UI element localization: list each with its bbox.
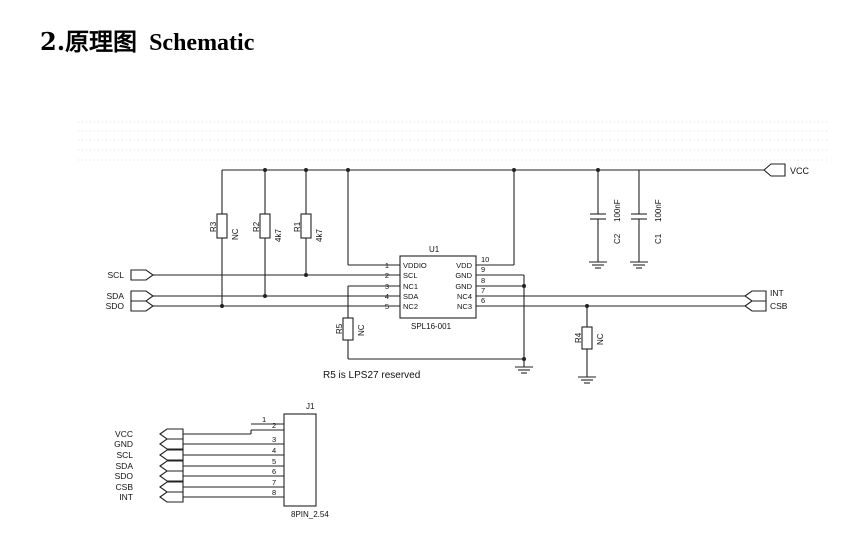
u1-pin-4-name: SDA: [403, 292, 418, 301]
heading-chinese: 原理图: [65, 27, 138, 56]
r2-value: 4k7: [274, 229, 283, 242]
sda-net-label: SDA: [107, 291, 125, 301]
r1-value: 4k7: [315, 229, 324, 242]
heading-number: 2.: [40, 27, 66, 56]
u1-part: SPL16-001: [411, 322, 452, 331]
u1-pin-8-num: 8: [481, 276, 485, 285]
j1-sdo-flag: [159, 470, 184, 482]
left-port-flags: SCL SDA SDO: [106, 269, 155, 312]
u1-ground-connection: [515, 275, 533, 374]
r1-ref: R1: [293, 221, 302, 232]
r3-ref: R3: [209, 221, 218, 232]
u1-pin-6-num: 6: [481, 296, 485, 305]
scl-net-label: SCL: [107, 270, 124, 280]
j1-pin-6-num: 6: [272, 467, 276, 476]
c2-ref: C2: [613, 233, 622, 244]
j1-net-scl: SCL: [116, 450, 133, 460]
j1-pin-4-num: 4: [272, 446, 276, 455]
sdo-net-label: SDO: [106, 301, 125, 311]
background-grid: [78, 121, 830, 161]
j1-ref: J1: [306, 402, 315, 411]
u1-pin-3-num: 3: [385, 282, 389, 291]
resistor-r1: R1 4k7: [293, 170, 324, 277]
j1-part: 8PIN_2.54: [291, 510, 329, 519]
vcc-rail: VCC: [222, 163, 810, 177]
u1-pin-5-num: 5: [385, 302, 389, 311]
resistor-r3: R3 NC: [209, 170, 240, 308]
j1-net-vcc: VCC: [115, 429, 133, 439]
j1-net-gnd: GND: [114, 439, 133, 449]
r3-value: NC: [231, 228, 240, 240]
r5-ref: R5: [335, 323, 344, 334]
capacitor-c1: 100nF C1: [598, 169, 663, 269]
capacitor-c2: 100nF C2: [589, 170, 622, 269]
int-port-flag: [744, 290, 767, 302]
u1-pin-9-num: 9: [481, 265, 485, 274]
u1-pin-1-num: 1: [385, 261, 389, 270]
j1-gnd-flag: [159, 438, 184, 450]
u1-pin-7-name: NC4: [457, 292, 472, 301]
resistor-r4: R4 NC: [574, 304, 605, 384]
j1-int-flag: [159, 491, 184, 503]
j1-pin-8-num: 8: [272, 488, 276, 497]
r5-note: R5 is LPS27 reserved: [323, 370, 420, 381]
j1-pin-2-num: 2: [272, 421, 276, 430]
resistor-r2: R2 4k7: [252, 170, 283, 298]
r5-value: NC: [357, 324, 366, 336]
j1-pin-1-num: 1: [262, 415, 266, 424]
j1-vcc-flag: [159, 428, 184, 440]
u1-pin-7-num: 7: [481, 286, 485, 295]
connector-j1: J1 8PIN_2.54 1 2 3 4 5 6 7 8 VCC GND SCL…: [114, 402, 329, 519]
u1-pin-5-name: NC2: [403, 302, 418, 311]
u1-pin-9-name: GND: [455, 271, 472, 280]
u1-pin-3-name: NC1: [403, 282, 418, 291]
vcc-port-flag: [763, 163, 786, 177]
resistor-r5: R5 NC: [335, 286, 524, 360]
u1-pin-10-name: VDD: [456, 261, 472, 270]
int-net-label: INT: [770, 288, 784, 298]
c2-value: 100nF: [613, 199, 622, 222]
sda-port-flag: [130, 290, 154, 302]
u1-pin-1-name: VDDIO: [403, 261, 427, 270]
c1-value: 100nF: [654, 199, 663, 222]
u1-ref: U1: [429, 245, 440, 254]
j1-csb-flag: [159, 481, 184, 493]
vdd-connections: [347, 170, 515, 265]
j1-pin-3-num: 3: [272, 435, 276, 444]
csb-net-label: CSB: [770, 301, 788, 311]
j1-pin-7-num: 7: [272, 478, 276, 487]
u1-pin-6-name: NC3: [457, 302, 472, 311]
sdo-port-flag: [130, 300, 154, 312]
ic-u1: U1 SPL16-001 1 2 3 4 5 VDDIO SCL NC1 SDA…: [155, 245, 745, 331]
j1-net-sda: SDA: [116, 461, 134, 471]
page-heading: 2.原理图 Schematic: [40, 22, 254, 57]
r4-ref: R4: [574, 332, 583, 343]
u1-pin-2-name: SCL: [403, 271, 418, 280]
c1-ref: C1: [654, 233, 663, 244]
u1-pin-2-num: 2: [385, 271, 389, 280]
csb-port-flag: [744, 300, 767, 312]
r4-value: NC: [596, 333, 605, 345]
j1-scl-flag: [159, 449, 184, 461]
j1-net-int: INT: [119, 492, 133, 502]
u1-pin-10-num: 10: [481, 255, 489, 264]
j1-net-csb: CSB: [116, 482, 134, 492]
heading-english: Schematic: [149, 30, 255, 56]
u1-pin-8-name: GND: [455, 282, 472, 291]
r2-ref: R2: [252, 221, 261, 232]
scl-port-flag: [130, 269, 154, 281]
u1-pin-4-num: 4: [385, 292, 389, 301]
j1-sda-flag: [159, 460, 184, 472]
j1-pin-5-num: 5: [272, 457, 276, 466]
vcc-net-label: VCC: [790, 166, 810, 176]
j1-net-sdo: SDO: [115, 471, 134, 481]
right-port-flags: INT CSB: [744, 288, 788, 312]
